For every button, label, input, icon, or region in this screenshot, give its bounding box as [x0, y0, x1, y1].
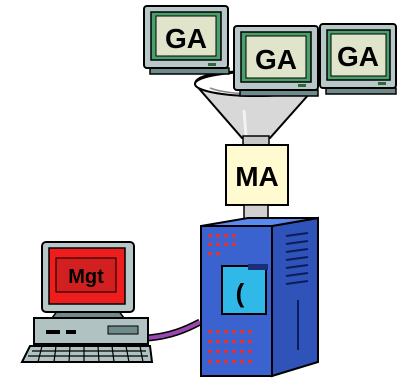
ga-monitor-2: GA [233, 25, 319, 97]
management-terminal: Mgt [20, 241, 154, 363]
ma-label: MA [235, 161, 279, 192]
indicator-lights [208, 234, 252, 363]
ga-monitor-1: GA [143, 5, 230, 75]
ga-label-3: GA [337, 41, 379, 72]
ga-monitor-3: GA [319, 23, 397, 95]
server-tower: ( [200, 216, 319, 378]
drive-panel [221, 265, 267, 315]
mgt-label: Mgt [68, 266, 104, 288]
side-vents [285, 232, 309, 285]
network-cable-inner [147, 320, 201, 340]
ga-label-2: GA [255, 44, 297, 75]
ga-label-1: GA [165, 23, 207, 54]
drive-slot: ( [236, 278, 245, 308]
ma-box: MA [225, 144, 289, 220]
